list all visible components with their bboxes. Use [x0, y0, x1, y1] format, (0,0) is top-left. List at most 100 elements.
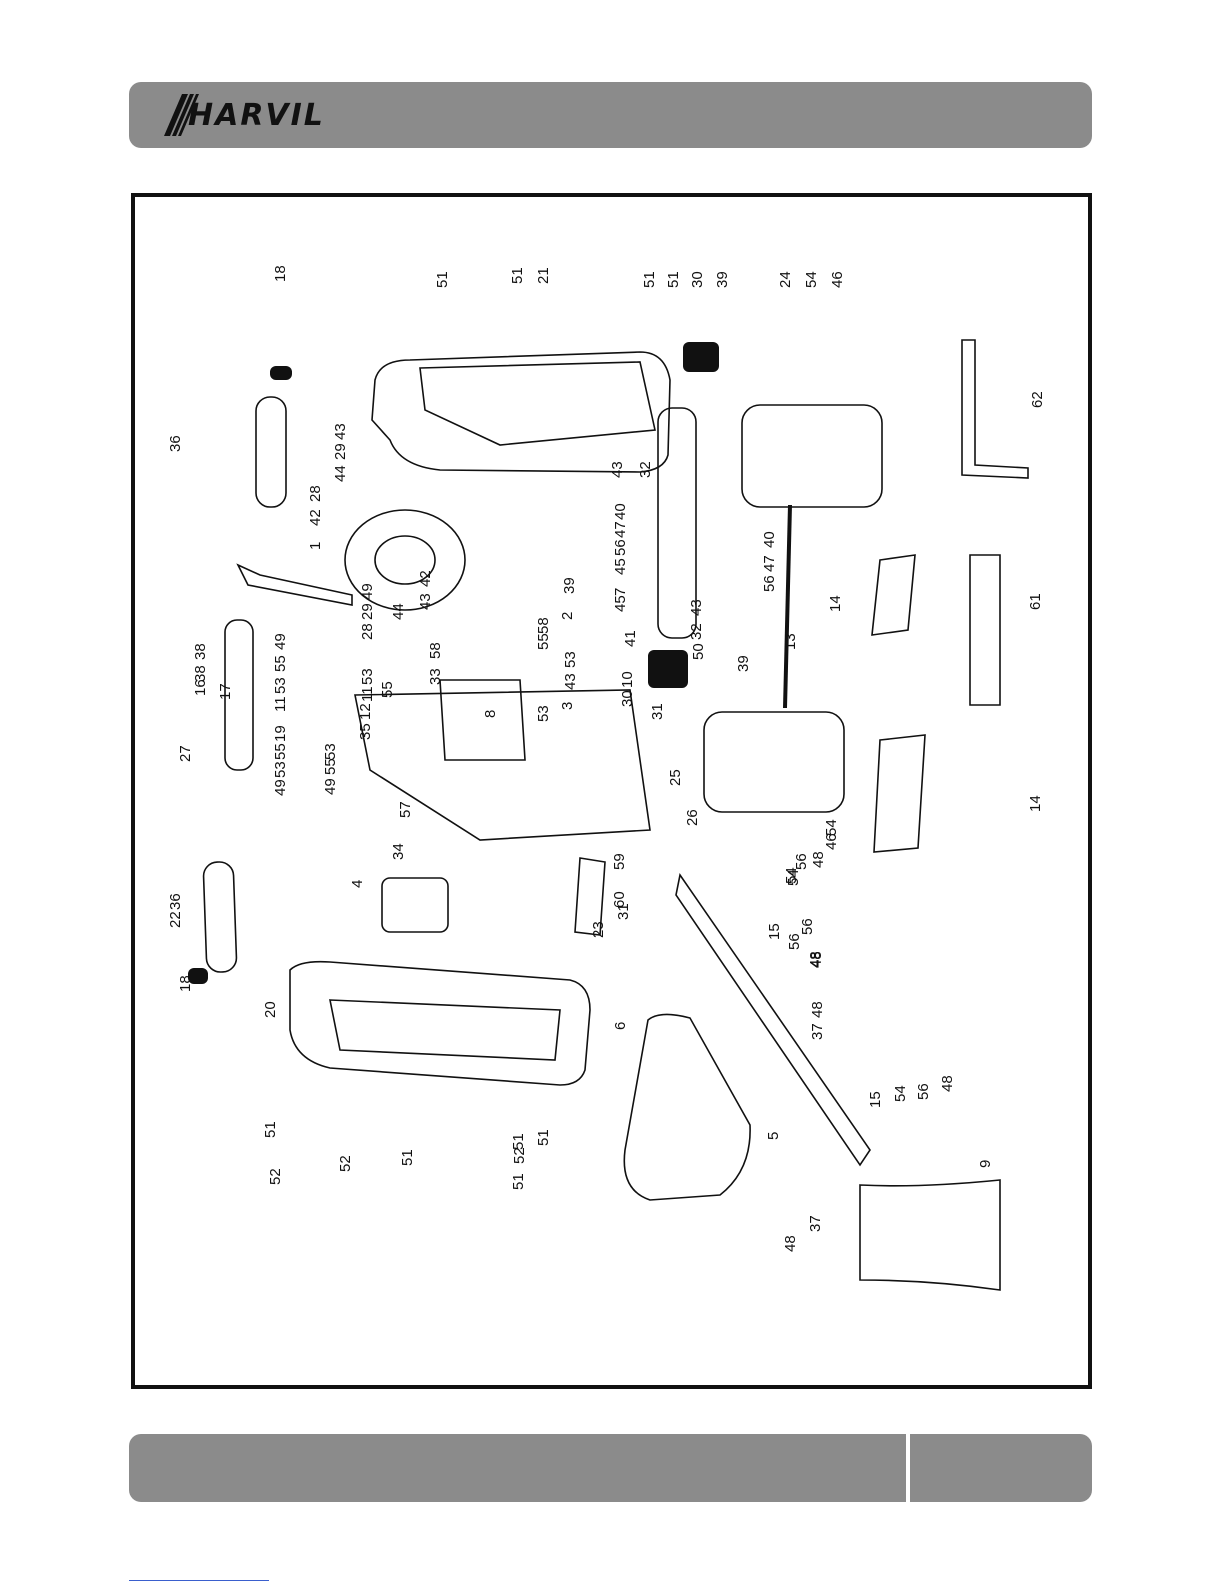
handle-tube-36-top — [255, 396, 287, 508]
part-label-55: 55 — [272, 743, 289, 760]
part-label-30: 30 — [689, 271, 706, 288]
part-label-61: 61 — [1027, 593, 1044, 610]
part-label-37: 37 — [809, 1023, 826, 1040]
part-label-51: 51 — [510, 1173, 527, 1190]
part-label-6: 6 — [612, 1022, 629, 1030]
part-label-54: 54 — [783, 867, 800, 884]
part-label-32: 32 — [637, 461, 654, 478]
part-label-17: 17 — [217, 683, 234, 700]
part-label-48: 48 — [809, 1001, 826, 1018]
part-label-55: 55 — [322, 758, 339, 775]
part-label-18: 18 — [272, 265, 289, 282]
part-label-51: 51 — [434, 271, 451, 288]
part-label-38: 38 — [192, 665, 209, 682]
part-label-15: 15 — [766, 923, 783, 940]
part-label-46: 46 — [823, 833, 840, 850]
part-label-24: 24 — [777, 271, 794, 288]
part-label-35: 35 — [357, 723, 374, 740]
rail — [675, 872, 871, 1167]
part-label-31: 31 — [649, 703, 666, 720]
part-label-58: 58 — [427, 642, 444, 659]
part-label-2: 2 — [559, 612, 576, 620]
part-label-48: 48 — [782, 1235, 799, 1252]
part-label-53: 53 — [272, 677, 289, 694]
part-label-43: 43 — [609, 461, 626, 478]
part-label-3: 3 — [559, 702, 576, 710]
part-label-52: 52 — [337, 1155, 354, 1172]
part-label-33: 33 — [427, 668, 444, 685]
part-label-51: 51 — [665, 271, 682, 288]
strap-14-top — [871, 554, 916, 636]
part-label-15: 15 — [867, 1091, 884, 1108]
part-label-51: 51 — [399, 1149, 416, 1166]
part-label-1: 1 — [307, 542, 324, 550]
part-label-56: 56 — [761, 575, 778, 592]
console-window-top — [419, 361, 656, 446]
harvil-logo — [164, 94, 199, 136]
part-label-27: 27 — [177, 745, 194, 762]
part-label-55: 55 — [272, 655, 289, 672]
part-label-12: 12 — [357, 703, 374, 720]
part-label-53: 53 — [562, 651, 579, 668]
footer-bar — [129, 1434, 1092, 1502]
part-label-14: 14 — [827, 595, 844, 612]
part-label-44: 44 — [332, 465, 349, 482]
handle-tube-36-bottom — [202, 861, 238, 973]
part-label-20: 20 — [262, 1001, 279, 1018]
strap-14-bottom — [873, 734, 926, 853]
wrench — [969, 554, 1001, 706]
console-window-bottom — [329, 999, 561, 1061]
part-label-56: 56 — [793, 853, 810, 870]
part-label-30: 30 — [619, 690, 636, 707]
part-label-52: 52 — [511, 1147, 528, 1164]
part-label-43: 43 — [417, 593, 434, 610]
part-label-8: 8 — [482, 710, 499, 718]
seat-post-27 — [224, 619, 254, 771]
part-label-49: 49 — [272, 779, 289, 796]
part-label-56: 56 — [915, 1083, 932, 1100]
part-label-28: 28 — [307, 485, 324, 502]
part-label-56: 56 — [786, 933, 803, 950]
part-label-19: 19 — [272, 725, 289, 742]
diagram-frame — [131, 193, 1092, 1389]
part-label-48: 48 — [810, 851, 827, 868]
part-label-55: 55 — [535, 633, 552, 650]
console-cover-bottom — [289, 960, 591, 1086]
cap-18-bottom — [188, 968, 208, 984]
part-label-41: 41 — [622, 630, 639, 647]
roller-30-bottom — [648, 650, 688, 688]
part-label-62: 62 — [1029, 391, 1046, 408]
part-label-7: 7 — [612, 588, 629, 596]
part-label-47: 47 — [761, 555, 778, 572]
part-label-18: 18 — [177, 975, 194, 992]
part-label-14: 14 — [1027, 795, 1044, 812]
shroud-23 — [574, 857, 606, 936]
part-label-48: 48 — [808, 951, 825, 968]
part-label-36: 36 — [167, 435, 184, 452]
brand-name: HARVIL — [188, 98, 325, 133]
part-label-40: 40 — [761, 531, 778, 548]
part-label-58: 58 — [535, 617, 552, 634]
part-label-10: 10 — [619, 671, 636, 688]
part-label-16: 16 — [192, 679, 209, 696]
part-label-42: 42 — [417, 570, 434, 587]
frame-upright — [439, 679, 526, 761]
part-label-40: 40 — [612, 503, 629, 520]
part-label-60: 60 — [611, 891, 628, 908]
flywheel — [344, 509, 466, 611]
part-label-54: 54 — [803, 271, 820, 288]
part-label-4: 4 — [349, 880, 366, 888]
part-label-13: 13 — [782, 633, 799, 650]
part-label-53: 53 — [322, 743, 339, 760]
part-label-47: 47 — [612, 521, 629, 538]
part-label-26: 26 — [684, 809, 701, 826]
part-label-5: 5 — [765, 1132, 782, 1140]
part-label-49: 49 — [359, 583, 376, 600]
part-label-39: 39 — [714, 271, 731, 288]
crank-arm — [236, 563, 353, 606]
part-label-9: 9 — [977, 1160, 994, 1168]
part-label-52: 52 — [267, 1168, 284, 1185]
part-label-54: 54 — [785, 869, 802, 886]
